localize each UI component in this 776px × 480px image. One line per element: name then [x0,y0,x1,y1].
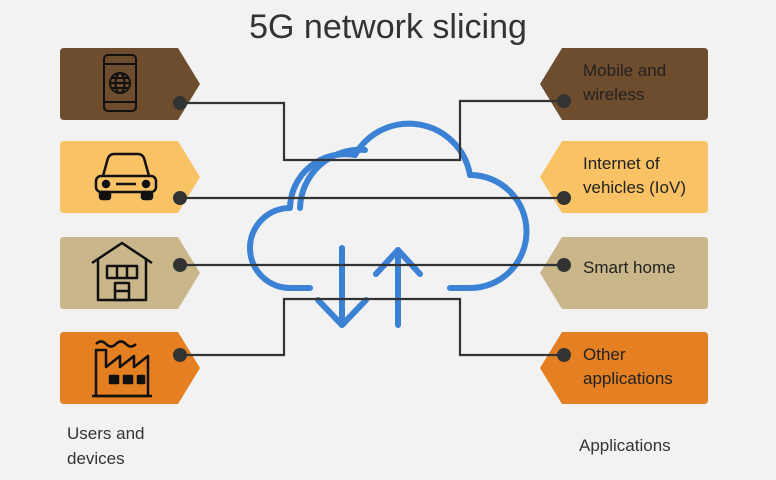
app-label-line: wireless [583,85,645,104]
caption-users-devices: Users and devices [67,421,144,471]
device-tag-3 [60,237,200,309]
app-label-line: Mobile and [583,61,667,80]
caption-line: devices [67,449,125,468]
app-label-other: Other applications [583,343,673,391]
car-icon [94,152,158,201]
app-label-line: vehicles (IoV) [583,178,686,197]
connector-dot-left-1 [173,96,187,110]
connector-dot-right-1 [557,94,571,108]
factory-icon [92,340,152,398]
app-label-line: Smart home [583,258,676,277]
app-label-mobile-wireless: Mobile and wireless [583,59,666,107]
caption-line: Users and [67,424,145,443]
smartphone-globe-icon [103,54,137,112]
app-label-smart-home: Smart home [583,256,676,280]
connector-dot-right-4 [557,348,571,362]
app-label-iov: Internet of vehicles (IoV) [583,152,686,200]
connector-dot-left-3 [173,258,187,272]
app-tag-3 [540,237,708,309]
connector-line-1 [180,99,564,162]
app-tag-1 [540,48,708,120]
device-tag-4 [60,332,200,404]
connector-dot-left-4 [173,348,187,362]
connector-line-4 [180,297,564,357]
app-label-line: Internet of [583,154,660,173]
connector-dot-right-3 [557,258,571,272]
app-tag-4 [540,332,708,404]
page-title: 5G network slicing [249,8,527,46]
cloud-sync-icon [247,120,530,328]
house-icon [91,241,153,302]
connector-dot-right-2 [557,191,571,205]
connector-dot-left-2 [173,191,187,205]
app-label-line: applications [583,369,673,388]
app-label-line: Other [583,345,626,364]
app-tag-2 [540,141,708,213]
caption-applications: Applications [579,436,671,455]
